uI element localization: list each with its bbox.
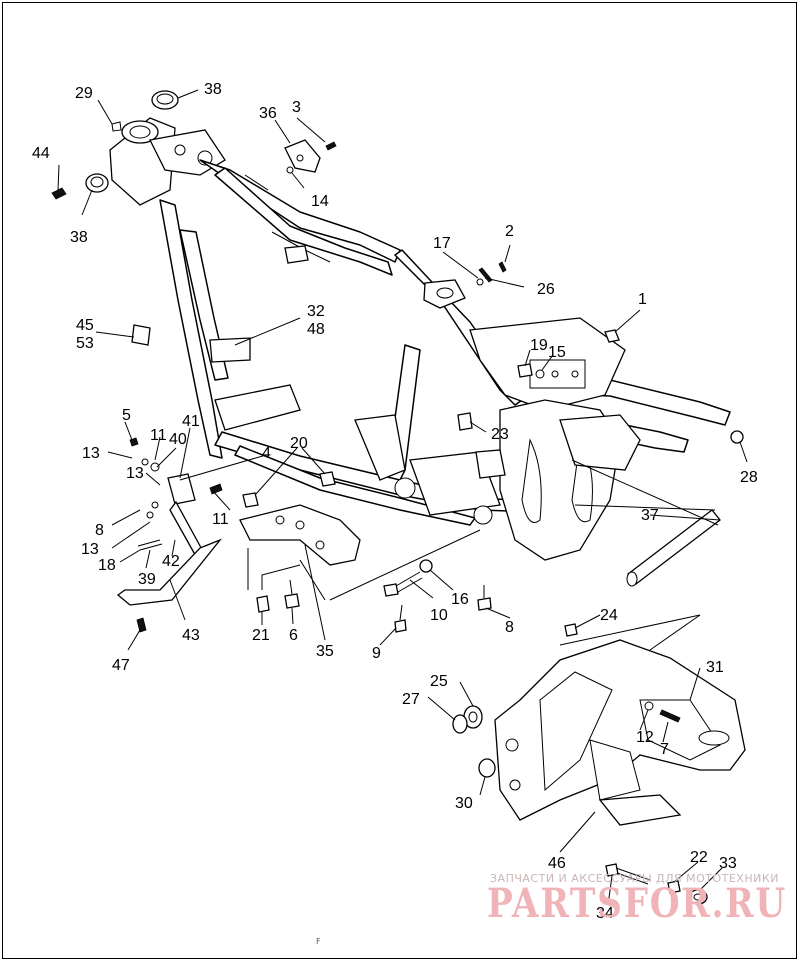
loose-parts xyxy=(51,90,746,905)
callout-1: 1 xyxy=(638,291,647,308)
watermark-brand: PARTSFOR.RU xyxy=(487,880,787,927)
callout-4: 4 xyxy=(262,445,271,462)
callout-31: 31 xyxy=(706,659,724,676)
callout-13-b: 13 xyxy=(126,465,144,482)
callout-25: 25 xyxy=(430,673,448,690)
callout-10: 10 xyxy=(430,607,448,624)
callout-37: 37 xyxy=(641,507,659,524)
callout-45: 45 xyxy=(76,317,94,334)
callout-11-upper: 11 xyxy=(150,427,167,444)
callout-48: 48 xyxy=(307,321,325,338)
callout-5: 5 xyxy=(122,407,131,424)
callout-53: 53 xyxy=(76,335,94,352)
callout-18: 18 xyxy=(98,557,116,574)
swingarm xyxy=(494,639,746,826)
bearing-cup-lower xyxy=(85,173,109,193)
callout-32: 32 xyxy=(307,303,325,320)
callout-46: 46 xyxy=(548,855,566,872)
callout-44: 44 xyxy=(32,145,50,162)
callout-27: 27 xyxy=(402,691,420,708)
callout-20: 20 xyxy=(290,435,308,452)
callout-7: 7 xyxy=(660,741,669,758)
callout-33: 33 xyxy=(719,855,737,872)
callout-38-upper: 38 xyxy=(204,81,222,98)
callout-6: 6 xyxy=(289,627,298,644)
callout-labels: 1 2 3 4 5 6 7 8 8 9 10 11 11 12 13 13 13… xyxy=(32,81,758,922)
callout-38-lower: 38 xyxy=(70,229,88,246)
callout-13-c: 13 xyxy=(81,541,99,558)
footer-mark: F xyxy=(316,937,321,946)
callout-42: 42 xyxy=(162,553,180,570)
callout-3: 3 xyxy=(292,99,301,116)
callout-21: 21 xyxy=(252,627,270,644)
bearing-cup-upper xyxy=(151,90,179,110)
callout-19: 19 xyxy=(530,337,548,354)
leader-lines xyxy=(57,89,748,906)
callout-24: 24 xyxy=(600,607,618,624)
callout-29: 29 xyxy=(75,85,93,102)
callout-39: 39 xyxy=(138,571,156,588)
watermark-tagline: ЗАПЧАСТИ И АКСЕССУАРЫ ДЛЯ МОТОТЕХНИКИ xyxy=(490,872,779,885)
callout-40: 40 xyxy=(169,431,187,448)
callout-28: 28 xyxy=(740,469,758,486)
callout-2: 2 xyxy=(505,223,514,240)
callout-13-a: 13 xyxy=(82,445,100,462)
callout-43: 43 xyxy=(182,627,200,644)
callout-26: 26 xyxy=(537,281,555,298)
callout-47: 47 xyxy=(112,657,130,674)
callout-16: 16 xyxy=(451,591,469,608)
callout-23: 23 xyxy=(491,426,509,443)
callout-41: 41 xyxy=(182,413,200,430)
watermark: ЗАПЧАСТИ И АКСЕССУАРЫ ДЛЯ МОТОТЕХНИКИ PA… xyxy=(487,872,787,927)
main-frame xyxy=(109,117,731,561)
callout-22: 22 xyxy=(690,849,708,866)
callout-9: 9 xyxy=(372,645,381,662)
callout-14: 14 xyxy=(311,193,329,210)
callout-36: 36 xyxy=(259,105,277,122)
callout-35: 35 xyxy=(316,643,334,660)
callout-8-left: 8 xyxy=(95,522,104,539)
callout-12: 12 xyxy=(636,729,654,746)
callout-15: 15 xyxy=(548,344,566,361)
callout-30: 30 xyxy=(455,795,473,812)
callout-11-lower: 11 xyxy=(212,511,229,528)
callout-34: 34 xyxy=(596,905,614,922)
callout-8-right: 8 xyxy=(505,619,514,636)
callout-17: 17 xyxy=(433,235,451,252)
